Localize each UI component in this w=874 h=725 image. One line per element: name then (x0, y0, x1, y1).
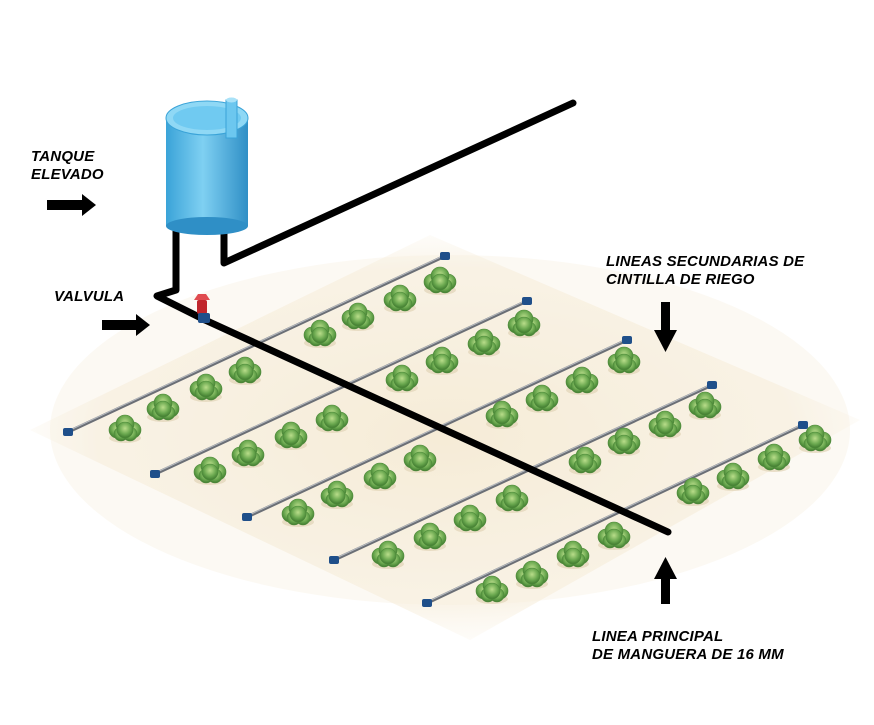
valve-icon (194, 294, 210, 323)
tank-outlet-pipe-right (220, 99, 577, 267)
plant-icon (403, 444, 437, 473)
plant-icon (108, 414, 142, 443)
drip-line (422, 421, 808, 607)
plant-icon (413, 522, 447, 551)
plant-icon (303, 319, 337, 348)
end-cap (798, 421, 808, 429)
tank-outlet-pipe-left (153, 226, 209, 324)
plant-icon (676, 477, 710, 506)
main-pipe-network (153, 99, 672, 536)
plant-icon (189, 373, 223, 402)
plant-icon (688, 391, 722, 420)
plant-icon (274, 421, 308, 450)
end-cap (707, 381, 717, 389)
end-cap (440, 252, 450, 260)
plant-icon (383, 284, 417, 313)
plant-icon (453, 504, 487, 533)
plant-icon (568, 446, 602, 475)
plant-icon (423, 266, 457, 295)
plant-icon (371, 540, 405, 569)
end-cap (622, 336, 632, 344)
arrow-right-icon (47, 194, 96, 216)
end-cap (150, 470, 160, 478)
end-cap (422, 599, 432, 607)
plant-icon (716, 462, 750, 491)
plant-icon (525, 384, 559, 413)
end-cap (329, 556, 339, 564)
plant-icon (495, 484, 529, 513)
plant-icon (757, 443, 791, 472)
plant-icon (467, 328, 501, 357)
plant-icon (363, 462, 397, 491)
plant-icon (385, 364, 419, 393)
arrow-down-icon (654, 302, 677, 352)
plant-icon (607, 346, 641, 375)
plant-icon (556, 540, 590, 569)
plant-icon (565, 366, 599, 395)
plant-icon (507, 309, 541, 338)
secondary-lines-label: LINEAS SECUNDARIAS DE CINTILLA DE RIEGO (606, 253, 805, 288)
plant-icon (320, 480, 354, 509)
plant-icon (607, 427, 641, 456)
tank-icon (165, 97, 249, 235)
secondary-drip-lines (63, 252, 832, 607)
drip-line (329, 381, 717, 564)
arrow-up-icon (654, 557, 677, 604)
plant-icon (475, 575, 509, 604)
plant-icon (485, 400, 519, 429)
plant-icon (315, 404, 349, 433)
plant-icon (515, 560, 549, 589)
plant-icon (798, 424, 832, 453)
plant-icon (228, 356, 262, 385)
plant-icon (193, 456, 227, 485)
plant-icon (648, 410, 682, 439)
main-line-label: LINEA PRINCIPAL DE MANGUERA DE 16 MM (592, 628, 784, 663)
tank-label: TANQUE ELEVADO (31, 148, 104, 183)
plant-icon (597, 521, 631, 550)
end-cap (63, 428, 73, 436)
drip-line (150, 297, 532, 478)
arrow-right-icon (102, 314, 150, 336)
valve-label: VALVULA (54, 288, 125, 305)
plant-icon (341, 302, 375, 331)
plant-icon (146, 393, 180, 422)
plant-icon (425, 346, 459, 375)
plant-icon (281, 498, 315, 527)
plant-icon (231, 439, 265, 468)
end-cap (522, 297, 532, 305)
end-cap (242, 513, 252, 521)
main-distribution-line (201, 316, 672, 536)
